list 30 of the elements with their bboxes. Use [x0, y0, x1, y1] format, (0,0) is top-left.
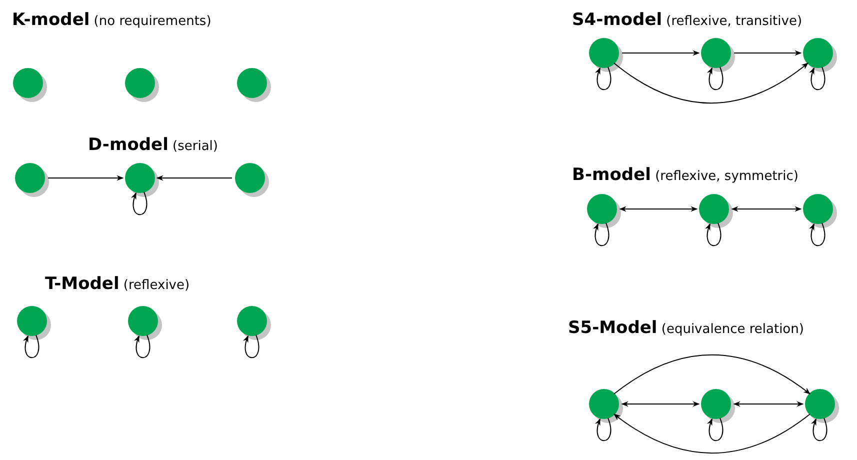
- self-loop-arrow: [593, 222, 610, 246]
- self-loop-arrow: [131, 192, 148, 216]
- arrow: [48, 175, 124, 181]
- model-title: D-model (serial): [88, 134, 218, 157]
- model-title: S4-model (reflexive, transitive): [572, 9, 802, 32]
- self-loop-arrow: [809, 66, 826, 90]
- arrow: [731, 206, 802, 212]
- self-loop-arrow: [243, 334, 260, 358]
- self-loop-arrow: [811, 418, 828, 442]
- self-loop-arrow: [809, 222, 826, 246]
- arrow: [614, 414, 810, 454]
- self-loop-arrow: [707, 418, 724, 442]
- arrow: [156, 175, 232, 181]
- arrow: [622, 50, 700, 56]
- model-title: S5-Model (equivalence relation): [568, 317, 804, 340]
- arrow: [734, 50, 802, 56]
- arrow: [733, 401, 804, 407]
- arrow: [619, 206, 698, 212]
- model-title: T-Model (reflexive): [45, 273, 190, 296]
- self-loop-arrow: [595, 418, 612, 442]
- self-loop-arrow: [134, 334, 150, 358]
- model-title: B-model (reflexive, symmetric): [572, 164, 798, 187]
- self-loop-arrow: [705, 222, 722, 246]
- self-loop-arrow: [23, 334, 40, 358]
- self-loop-arrow: [707, 66, 724, 90]
- model-title: K-model (no requirements): [12, 9, 212, 32]
- arrow: [621, 401, 700, 407]
- arrow: [614, 62, 808, 104]
- self-loop-arrow: [595, 66, 612, 90]
- arrow: [614, 354, 810, 394]
